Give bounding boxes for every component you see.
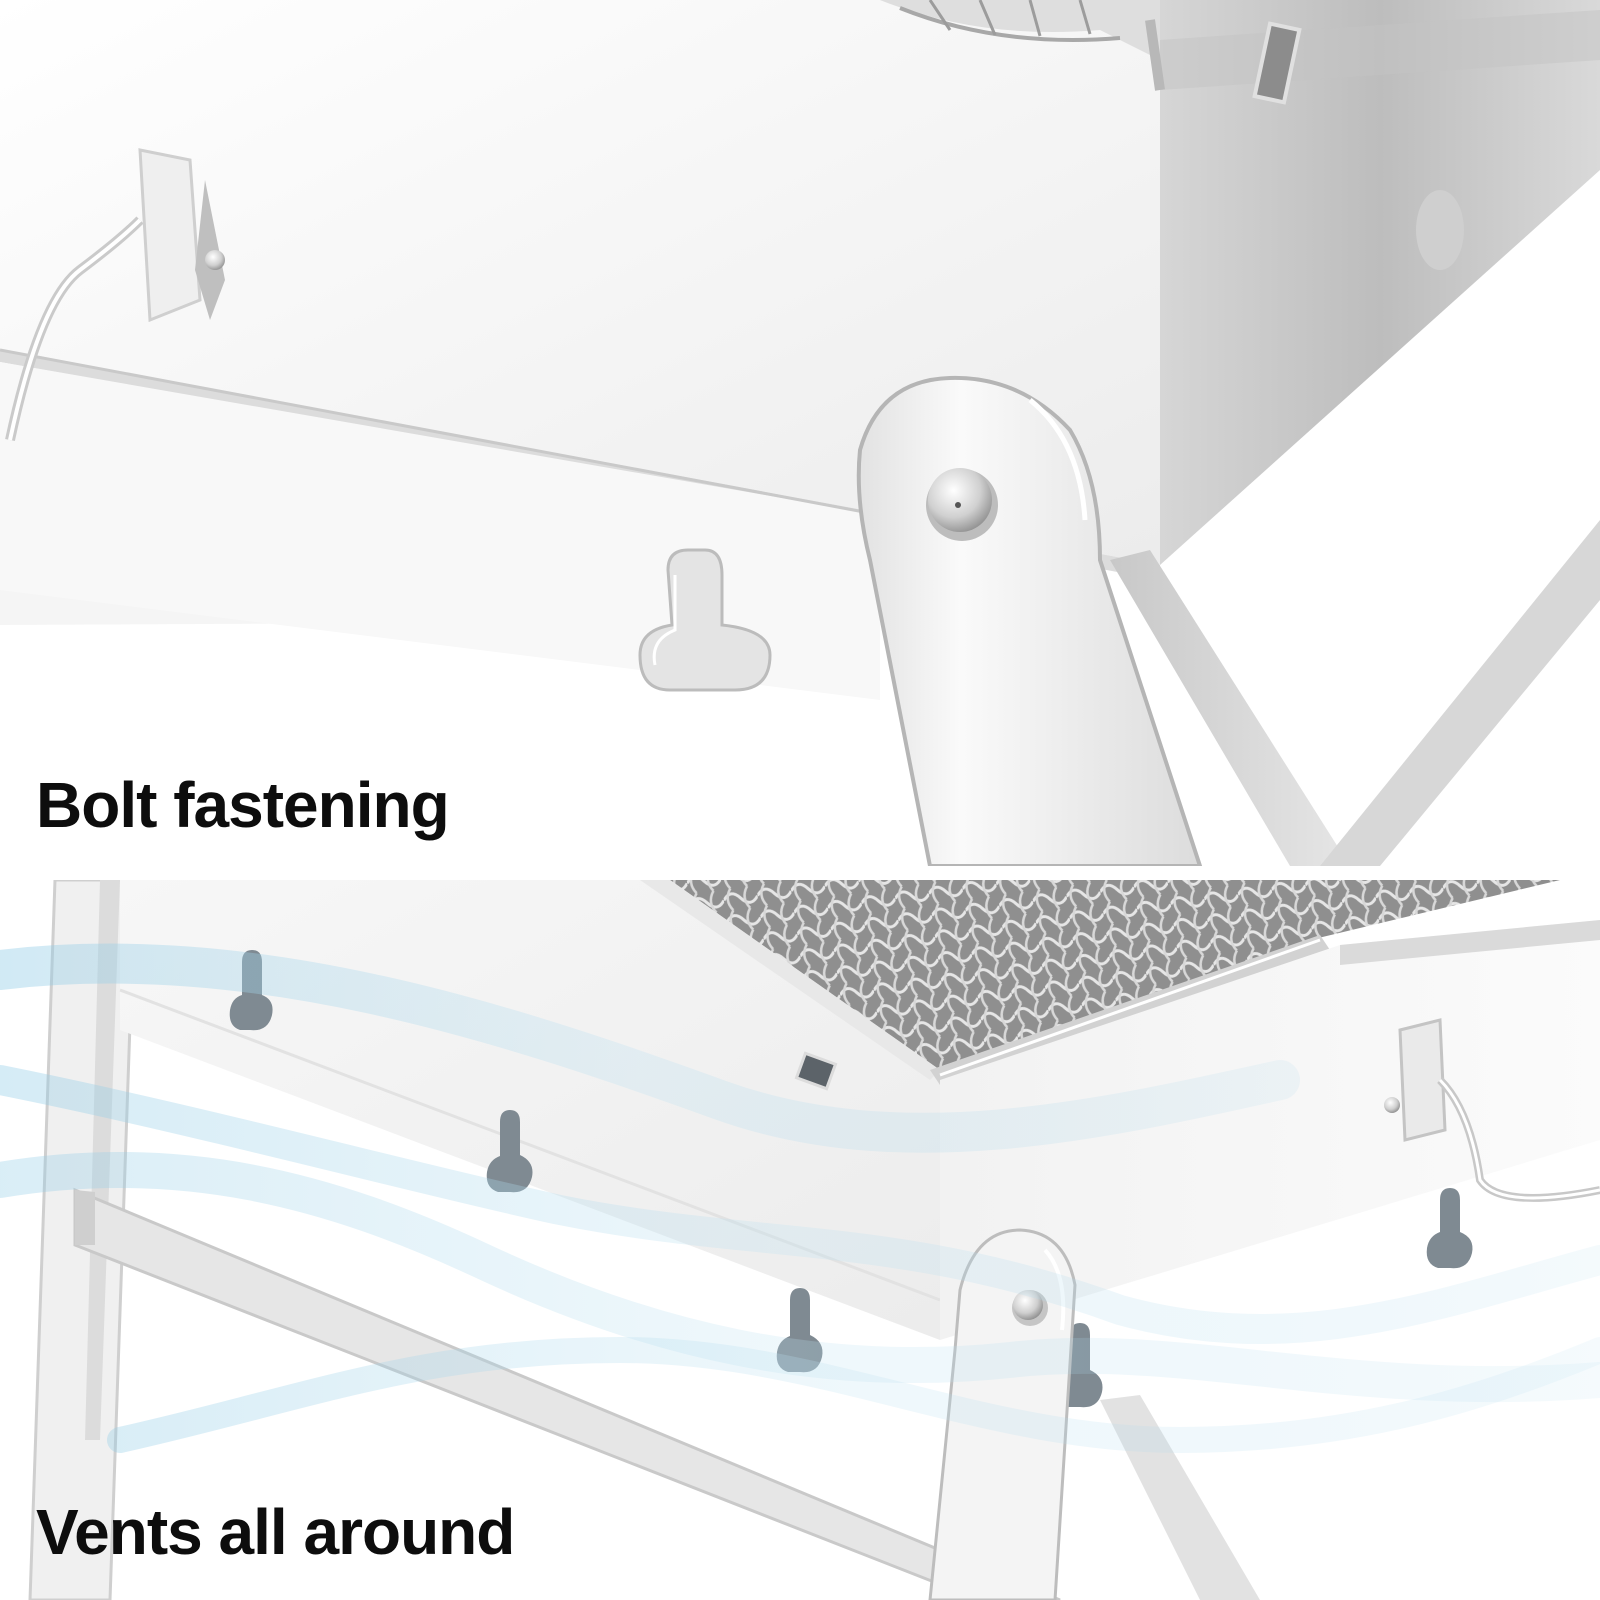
- grill-mesh-edge: [880, 0, 1165, 91]
- caption-bolt-fastening: Bolt fastening: [36, 769, 450, 841]
- vents-detail-panel: Vents all around: [0, 880, 1600, 1600]
- end-handle: [1384, 1018, 1600, 1202]
- vent-5: [1426, 1188, 1473, 1269]
- handle-clip: [5, 148, 225, 442]
- end-top-edge: [1340, 920, 1600, 965]
- rear-leg-far: [1320, 520, 1600, 866]
- keyhole-vent: [638, 548, 772, 692]
- caption-vents-all-around: Vents all around: [36, 1496, 515, 1568]
- airflow-swooshes: [0, 943, 1600, 1454]
- bolt-detail-photo: [0, 0, 1600, 866]
- bolt-detail-panel: Bolt fastening: [0, 0, 1600, 866]
- vent-slot: [794, 1051, 838, 1091]
- grill-side-face: [1160, 0, 1600, 565]
- side-slot: [1252, 21, 1302, 105]
- rear-leg: [1110, 550, 1350, 866]
- grill-mesh-top: [640, 880, 1560, 1085]
- vent-2: [486, 1110, 533, 1193]
- leg-crossbar: [73, 1187, 1061, 1600]
- side-rivet: [1416, 190, 1464, 270]
- pivot-bolt: [926, 468, 998, 541]
- apron-edge: [0, 348, 881, 517]
- vents-detail-photo: [0, 880, 1600, 1600]
- grill-lower-apron: [0, 362, 880, 700]
